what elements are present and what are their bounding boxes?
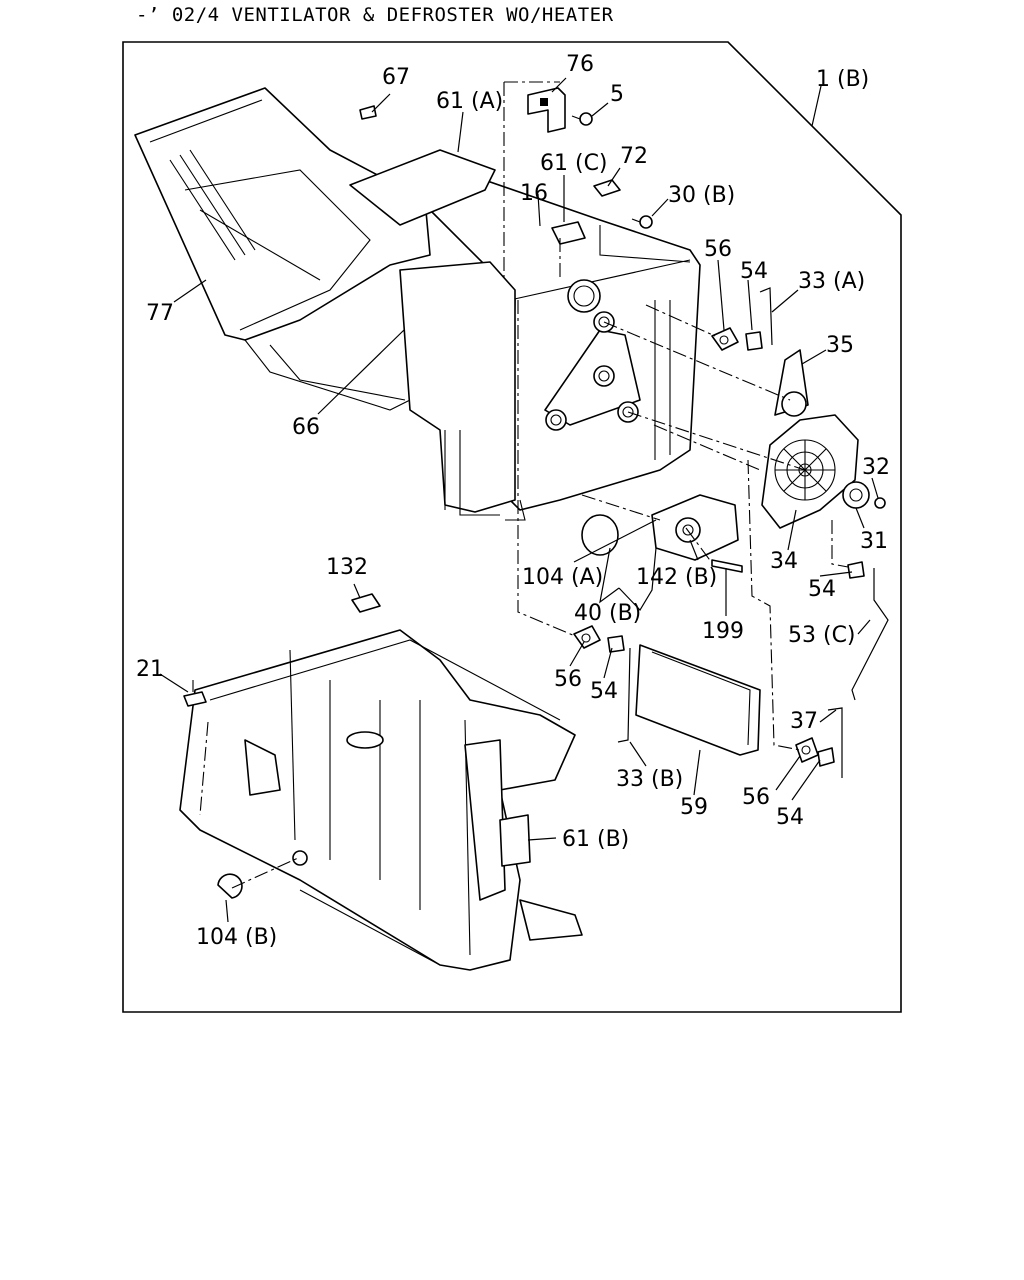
- knob-31: [842, 481, 870, 509]
- page-title: -’ 02/4 VENTILATOR & DEFROSTER WO/HEATER: [136, 4, 614, 26]
- label-37: 37: [790, 709, 818, 734]
- rod-33a: [759, 287, 773, 346]
- label-54-right: 54: [808, 577, 836, 602]
- linkage-plate: [544, 311, 641, 431]
- label-61a: 61 (A): [436, 89, 503, 114]
- label-34: 34: [770, 549, 798, 574]
- filter-cover-66: [399, 261, 516, 516]
- blower-housing: [419, 174, 701, 521]
- clip-132: [351, 593, 381, 613]
- grommet-104b: [217, 873, 243, 899]
- label-66: 66: [292, 415, 320, 440]
- grommet-104a: [581, 514, 619, 556]
- label-61c: 61 (C): [540, 151, 608, 176]
- label-31: 31: [860, 529, 888, 554]
- label-54-upper: 54: [740, 259, 768, 284]
- label-53c: 53 (C): [788, 623, 856, 648]
- label-199: 199: [702, 619, 744, 644]
- label-104a: 104 (A): [522, 565, 603, 590]
- label-61b: 61 (B): [562, 827, 629, 852]
- label-104b: 104 (B): [196, 925, 277, 950]
- label-16: 16: [520, 181, 548, 206]
- rod-33b: [617, 647, 631, 743]
- label-67: 67: [382, 65, 410, 90]
- label-40b: 40 (B): [574, 601, 641, 626]
- actuator-142b: [651, 494, 739, 561]
- bracket-76: [527, 87, 566, 133]
- screw-30b: [631, 215, 653, 229]
- rod-37: [827, 707, 843, 778]
- label-30b: 30 (B): [668, 183, 735, 208]
- door-61a: [349, 149, 496, 226]
- label-54-left: 54: [590, 679, 618, 704]
- clip-56-right: [795, 737, 819, 763]
- label-5: 5: [610, 82, 624, 107]
- leader-lines: [159, 77, 879, 923]
- diagram-frame: [122, 41, 902, 1013]
- clip-54-right-lower: [817, 747, 835, 767]
- label-72: 72: [620, 144, 648, 169]
- label-54-right-lower: 54: [776, 805, 804, 830]
- clip-72: [593, 179, 621, 197]
- clip-67: [359, 105, 377, 120]
- label-77: 77: [146, 301, 174, 326]
- duct-77: [134, 87, 431, 411]
- screw-21: [183, 680, 207, 707]
- screw-32: [874, 497, 886, 509]
- screw-199: [711, 559, 743, 573]
- lower-housing: [179, 629, 583, 971]
- rod-53c: [851, 568, 889, 701]
- alignment-lines: [199, 81, 849, 889]
- label-33a: 33 (A): [798, 269, 865, 294]
- filter-59: [635, 644, 761, 756]
- label-32: 32: [862, 455, 890, 480]
- label-1b: 1 (B): [816, 67, 869, 92]
- lever-35: [774, 349, 809, 417]
- screw-5: [571, 112, 593, 126]
- label-56-right: 56: [742, 785, 770, 810]
- callout-labels: 1 (B) 67 76 5 61 (A) 61 (C) 72 16 30 (B)…: [136, 52, 890, 950]
- dial-34: [761, 414, 859, 529]
- label-59: 59: [680, 795, 708, 820]
- label-56-upper: 56: [704, 237, 732, 262]
- clip-54-upper: [745, 331, 763, 351]
- label-76: 76: [566, 52, 594, 77]
- label-56-left: 56: [554, 667, 582, 692]
- clip-56-left: [573, 625, 601, 649]
- label-132: 132: [326, 555, 368, 580]
- label-142b: 142 (B): [636, 565, 717, 590]
- label-21: 21: [136, 657, 164, 682]
- label-33b: 33 (B): [616, 767, 683, 792]
- clip-54-left: [607, 635, 625, 653]
- clip-56-upper: [711, 327, 739, 351]
- clip-54-right: [847, 561, 865, 579]
- label-35: 35: [826, 333, 854, 358]
